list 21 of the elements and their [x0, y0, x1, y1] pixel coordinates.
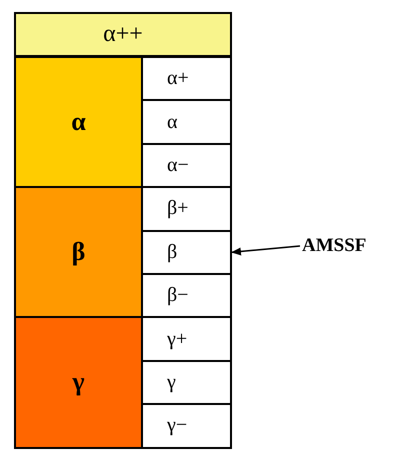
cell-text: α [71, 107, 86, 138]
cell-text: α+ [167, 67, 189, 90]
cell-text: α++ [103, 21, 143, 48]
group-cell [14, 186, 143, 318]
cell-text: β+ [167, 197, 188, 220]
arrow [231, 245, 300, 256]
label-text: AMSSF [302, 235, 366, 257]
group-cell [14, 56, 143, 188]
cell-text: β [167, 240, 178, 264]
level-cell [141, 403, 232, 449]
cell-text: γ− [167, 414, 188, 438]
group-cell [14, 316, 143, 449]
cell-text: γ+ [167, 328, 188, 351]
cell-text: α [167, 110, 178, 134]
header-cell [14, 12, 232, 57]
cell-text: α− [167, 154, 189, 177]
level-cell [141, 56, 232, 102]
cell-text: β− [167, 284, 188, 308]
cell-text: γ [72, 367, 85, 398]
cell-text: β [72, 237, 86, 268]
cell-text: γ [167, 370, 176, 394]
